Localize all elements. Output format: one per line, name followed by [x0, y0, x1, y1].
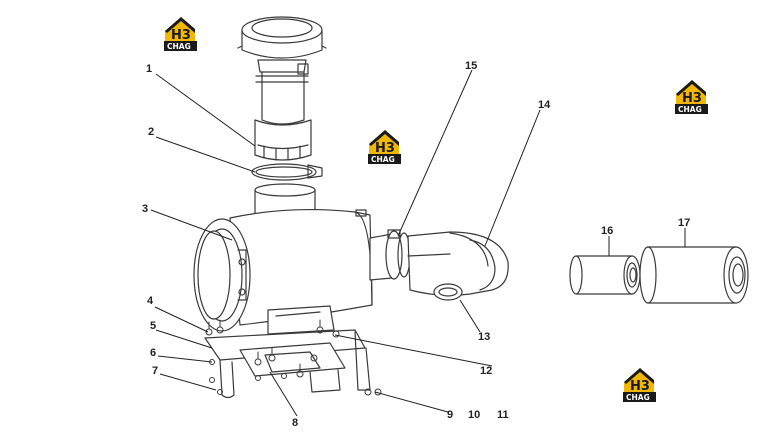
callout-13: 13: [478, 331, 490, 343]
callout-1: 1: [146, 63, 152, 75]
callout-3: 3: [142, 203, 148, 215]
callout-4: 4: [147, 295, 154, 307]
part-13-elbow-clamp: [433, 283, 463, 301]
callout-8: 8: [292, 417, 298, 429]
callout-labels: 1 2 3 4 5 6 7 8 9 10 11 12 13 14 15 16 1…: [142, 60, 690, 429]
callout-7: 7: [152, 365, 158, 377]
callout-6: 6: [150, 347, 156, 359]
logo-brand-text: CHAG: [167, 42, 191, 51]
callout-2: 2: [148, 126, 154, 138]
part-3-housing: [193, 183, 386, 332]
logo-brand-text: CHAG: [371, 155, 395, 164]
brand-logo-2: H3 CHAG: [368, 130, 401, 164]
callout-17: 17: [678, 217, 690, 229]
fasteners: [205, 319, 382, 396]
callout-5: 5: [150, 320, 156, 332]
logo-mark-text: H3: [630, 379, 650, 394]
logo-mark-text: H3: [682, 91, 702, 106]
part-15-outlet-clamp: [369, 229, 411, 281]
brand-logo-1: H3 CHAG: [164, 17, 197, 51]
part-2-clamp: [251, 163, 323, 181]
leader-lines: [150, 69, 686, 417]
brand-logo-4: H3 CHAG: [623, 368, 656, 402]
callout-14: 14: [538, 99, 551, 111]
logo-brand-text: CHAG: [626, 393, 650, 402]
part-14-elbow-hose: [407, 231, 509, 296]
callout-12: 12: [480, 365, 492, 377]
callout-10: 10: [468, 409, 480, 421]
logo-mark-text: H3: [171, 28, 191, 43]
callout-16: 16: [601, 225, 613, 237]
callout-15: 15: [465, 60, 477, 72]
part-1-precleaner: [237, 16, 327, 161]
part-12-mounting-bracket: [204, 305, 371, 399]
logo-mark-text: H3: [375, 141, 395, 156]
part-16-inner-element: [569, 255, 641, 295]
logo-brand-text: CHAG: [678, 105, 702, 114]
brand-logo-3: H3 CHAG: [675, 80, 708, 114]
callout-9: 9: [447, 409, 453, 421]
part-17-outer-element: [639, 246, 749, 304]
callout-11: 11: [497, 409, 509, 421]
